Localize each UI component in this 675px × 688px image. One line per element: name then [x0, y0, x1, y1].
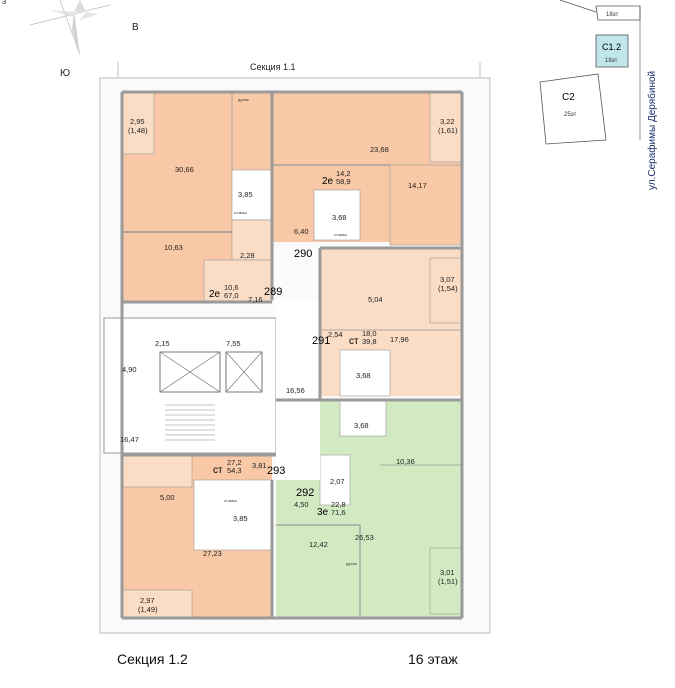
apartment-289[interactable]: [121, 91, 273, 303]
apt-289-total: 67,0: [224, 291, 239, 300]
area-label: 3,68: [356, 371, 371, 380]
area-label: 5,04: [368, 295, 383, 304]
area-label: 17,96: [390, 335, 409, 344]
area-label: (1,54): [438, 284, 458, 293]
area-label: 3,85: [238, 190, 253, 199]
apt-291-number: 291: [312, 335, 330, 347]
area-label: 2,54: [328, 330, 343, 339]
building-core: [103, 300, 320, 480]
shaft-label: ст.маш: [234, 210, 247, 215]
apt-290-total: 58,9: [336, 177, 351, 186]
apt-291-total: 39,8: [362, 337, 377, 346]
area-label: 27,23: [203, 549, 222, 558]
area-label: 3,22: [440, 117, 455, 126]
shaft-label: ст.маш: [334, 232, 347, 237]
duct-label: духов: [346, 561, 357, 566]
area-label: 5,00: [160, 493, 175, 502]
street-name: ул.Серафимы Дерябиной: [646, 71, 658, 190]
area-label: 7,16: [248, 295, 263, 304]
area-label: 7,55: [226, 339, 241, 348]
area-label: 2,95: [130, 117, 145, 126]
building-c12-name: С1.2: [602, 42, 621, 52]
area-label: 2,15: [155, 339, 170, 348]
site-plan: 18эт С1.2 18эт С2 25эт ул.Серафимы Деряб…: [539, 0, 658, 190]
apt-292-living: 22,8: [331, 500, 346, 509]
apt-290-living: 14,2: [336, 169, 351, 178]
area-label: 3,68: [332, 213, 347, 222]
compass-north-label: 3: [2, 0, 6, 6]
area-label: 3,07: [440, 275, 455, 284]
apt-290-type: 2е: [322, 176, 334, 187]
compass-east-label: В: [132, 22, 139, 33]
apartment-labels: 2е 10,6 67,0 289 2е 14,2 58,9 290 291 ст…: [209, 169, 377, 518]
apartment-290[interactable]: [272, 91, 463, 246]
area-label: 16,47: [120, 435, 139, 444]
apt-293-living: 27,2: [227, 458, 242, 467]
area-label: 14,17: [408, 181, 427, 190]
floor-label: 16 этаж: [408, 651, 458, 667]
area-label: 3,85: [233, 514, 248, 523]
area-label: (1,48): [128, 126, 148, 135]
area-label: 3,81: [252, 461, 267, 470]
area-label: 30,66: [175, 165, 194, 174]
area-label: (1,61): [438, 126, 458, 135]
shaft-label: ст.маш: [224, 498, 237, 503]
apt-291-type: ст: [349, 336, 359, 347]
building-c2: [539, 73, 607, 145]
area-label: 4,50: [294, 500, 309, 509]
apt-293-type: ст: [213, 465, 223, 476]
apt-289-number: 289: [264, 286, 282, 298]
area-label: 6,40: [294, 227, 309, 236]
area-labels: 2,95 (1,48) 30,66 3,85 10,63 2,28 7,16 2…: [120, 97, 458, 614]
area-label: 26,53: [355, 533, 374, 542]
area-label: (1,49): [138, 605, 158, 614]
building-c12: [595, 34, 629, 68]
apt-293-total: 54,3: [227, 466, 242, 475]
area-label: 4,90: [122, 365, 137, 374]
area-label: 12,42: [309, 540, 328, 549]
apt-292-total: 71,6: [331, 508, 346, 517]
top-building-floors: 18эт: [606, 12, 619, 18]
apt-289-type: 2е: [209, 289, 221, 300]
area-label: 2,97: [140, 596, 155, 605]
apt-289-living: 10,6: [224, 283, 239, 292]
apt-292-number: 292: [296, 487, 314, 499]
walls: [120, 90, 464, 620]
apartment-291[interactable]: [320, 248, 463, 397]
apt-293-number: 293: [267, 465, 285, 477]
building-c12-floors: 18эт: [605, 58, 618, 64]
duct-label: духов: [238, 97, 249, 102]
area-label: 3,68: [354, 421, 369, 430]
apartment-293[interactable]: [121, 454, 273, 619]
compass-rose: 3 В Ю: [2, 0, 139, 79]
apt-292-type: 3е: [317, 507, 329, 518]
area-label: 3,01: [440, 568, 455, 577]
area-label: 10,63: [164, 243, 183, 252]
building-c2-floors: 25эт: [564, 112, 577, 118]
section-top-title: Секция 1.1: [250, 62, 296, 72]
compass-south-label: Ю: [60, 68, 70, 79]
area-label: 10,36: [396, 457, 415, 466]
area-label: 23,68: [370, 145, 389, 154]
area-label: (1,51): [438, 577, 458, 586]
area-label: 2,28: [240, 251, 255, 260]
apt-290-number: 290: [294, 248, 312, 260]
area-label: 16,56: [286, 386, 305, 395]
section-bottom-title: Секция 1.2: [117, 651, 188, 667]
apt-291-living: 18,0: [362, 329, 377, 338]
area-label: 2,07: [330, 477, 345, 486]
building-c2-name: С2: [562, 92, 575, 103]
